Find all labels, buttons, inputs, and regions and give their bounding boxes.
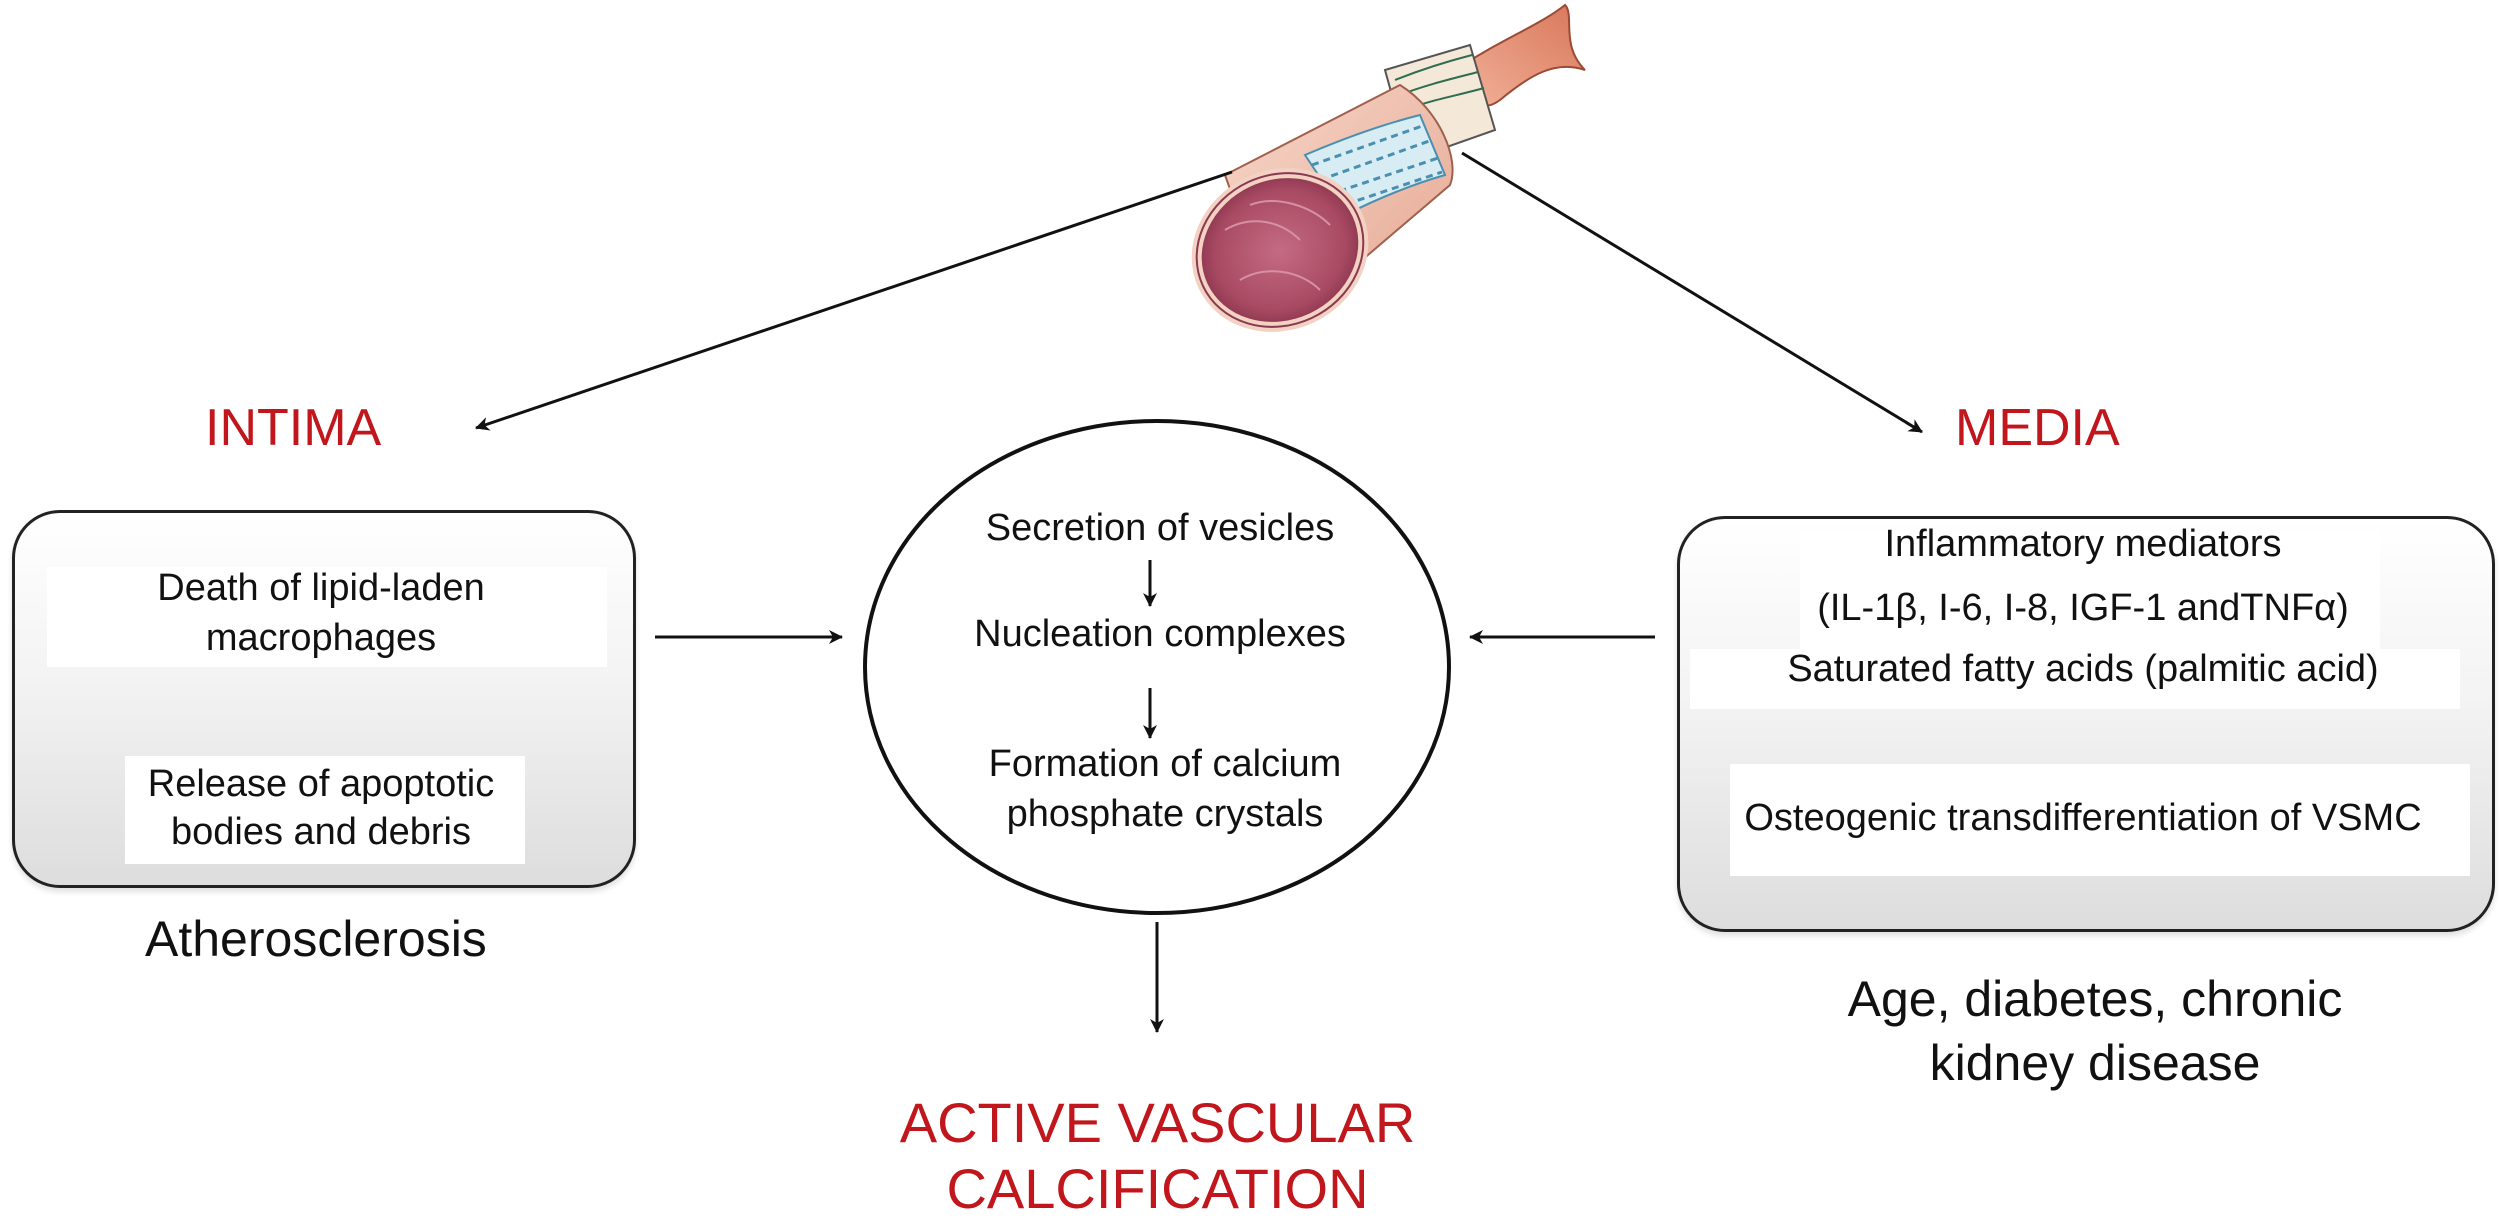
center-step-3a: Formation of calcium — [988, 743, 1342, 785]
intima-box-text-4: bodies and debris — [171, 811, 471, 853]
outcome-line-1: ACTIVE VASCULAR — [899, 1091, 1416, 1154]
media-label: MEDIA — [1955, 399, 2120, 457]
intima-box-text-3: Release of apoptotic — [147, 763, 495, 805]
center-step-1: Secretion of vesicles — [985, 507, 1335, 549]
vessel-to-intima-arrow — [475, 170, 1233, 431]
center-step-2: Nucleation complexes — [974, 613, 1346, 655]
media-caption-1: Age, diabetes, chronic — [1847, 971, 2343, 1027]
intima-caption: Atherosclerosis — [145, 911, 487, 967]
outcome-line-2: CALCIFICATION — [946, 1157, 1369, 1220]
center-step-3b: phosphate crystals — [1006, 793, 1324, 835]
media-box — [1677, 516, 2495, 932]
media-box-text-3: Saturated fatty acids (palmitic acid) — [1787, 648, 2379, 690]
vessel-to-media-arrow — [1461, 151, 1923, 434]
process-ellipse — [863, 419, 1451, 915]
blood-vessel-cross-section-icon — [1191, 3, 1586, 332]
media-box-text-4: Osteogenic transdifferentiation of VSMC — [1744, 797, 2422, 839]
intima-box-text-2: macrophages — [205, 617, 437, 659]
intima-label: INTIMA — [205, 399, 382, 457]
media-caption-2: kidney disease — [1929, 1035, 2261, 1091]
intima-box — [12, 510, 636, 888]
media-box-text-2: (IL-1β, I-6, I-8, IGF-1 andTNFα) — [1817, 587, 2349, 629]
intima-box-text-1: Death of lipid-laden — [157, 567, 485, 609]
media-box-text-1: Inflammatory mediators — [1884, 523, 2282, 565]
